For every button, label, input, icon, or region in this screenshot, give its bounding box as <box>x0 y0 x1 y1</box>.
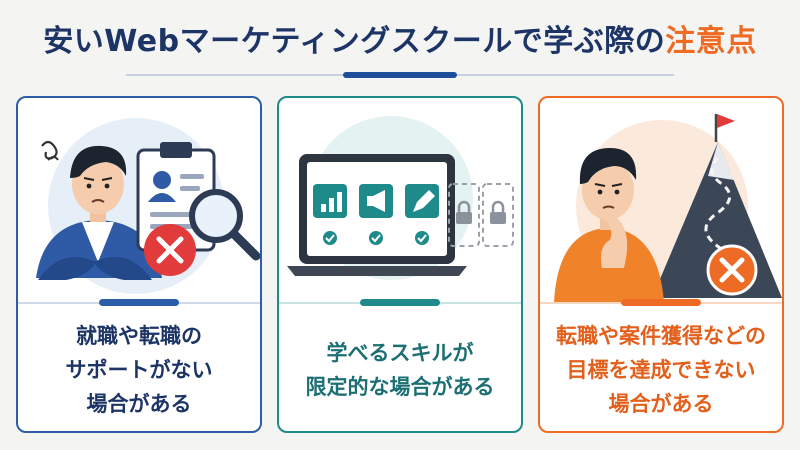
thinking-person-icon <box>554 148 664 302</box>
caption-line: サポートがない <box>65 358 213 382</box>
caption-line: 場合がある <box>608 392 714 416</box>
card-divider-accent <box>360 299 440 306</box>
card-divider-accent <box>621 299 701 306</box>
title-main: 安いWebマーケティングスクールで学ぶ際の <box>43 24 666 59</box>
caption-line: 転職や案件獲得などの <box>556 324 766 348</box>
title-highlight: 注意点 <box>665 24 757 59</box>
caption-line: 学べるスキルが <box>326 341 474 365</box>
title-divider-accent <box>343 72 457 78</box>
megaphone-icon <box>359 184 393 218</box>
card-limited-skills: 学べるスキルが 限定的な場合がある <box>277 96 523 433</box>
caption-line: 目標を達成できない <box>566 358 756 382</box>
card-illustration <box>279 98 521 302</box>
card-caption: 転職や案件獲得などの 目標を達成できない 場合がある <box>540 312 782 428</box>
card-caption: 学べるスキルが 限定的な場合がある <box>279 312 521 428</box>
caption-line: 就職や転職の <box>76 324 202 348</box>
lock-icon <box>448 183 514 247</box>
chart-icon <box>313 184 347 218</box>
cross-icon <box>706 244 758 296</box>
magnifier-icon <box>189 189 260 261</box>
caption-line: 限定的な場合がある <box>305 375 495 399</box>
check-icon <box>323 231 429 245</box>
card-caption: 就職や転職の サポートがない 場合がある <box>18 312 260 428</box>
confused-person-icon <box>36 140 162 280</box>
card-illustration <box>18 98 260 302</box>
card-goal-not-achieved: 転職や案件獲得などの 目標を達成できない 場合がある <box>538 96 784 433</box>
pen-icon <box>405 184 439 218</box>
card-divider-accent <box>99 299 179 306</box>
page-title: 安いWebマーケティングスクールで学ぶ際の注意点 <box>0 16 800 60</box>
cross-icon <box>144 224 196 276</box>
card-illustration <box>540 98 782 302</box>
card-no-job-support: 就職や転職の サポートがない 場合がある <box>16 96 262 433</box>
caption-line: 場合がある <box>86 392 192 416</box>
